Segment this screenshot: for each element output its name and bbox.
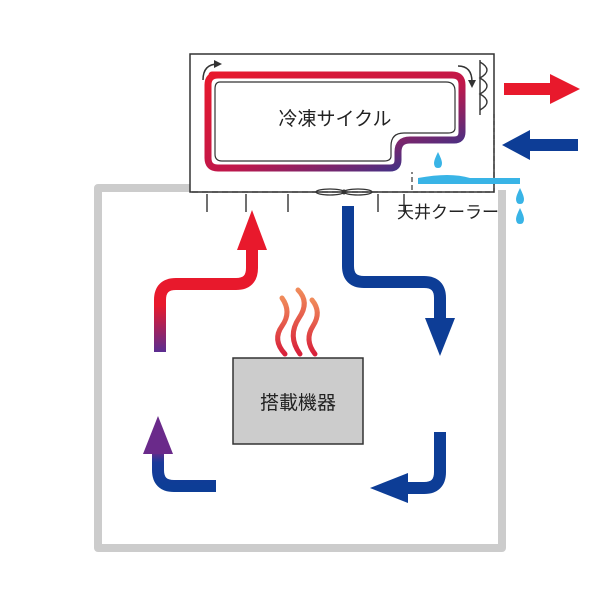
water-tray-icon xyxy=(418,175,520,184)
air-rising-lower-flow xyxy=(152,452,216,492)
water-drop-icon xyxy=(434,152,442,168)
condenser-coil-icon xyxy=(478,60,495,140)
equipment-box xyxy=(232,357,364,445)
cool-air-return-arrowhead xyxy=(370,473,408,503)
loop-arrow-head xyxy=(468,80,476,88)
cool-air-return-flow xyxy=(408,432,446,494)
warm-air-up-arrowhead xyxy=(237,210,267,250)
enclosure-wall xyxy=(94,184,506,552)
hot-exhaust-arrow-icon xyxy=(504,74,580,104)
cool-air-down-flow xyxy=(342,206,446,318)
fan-icon xyxy=(315,188,373,196)
warm-air-up-flow xyxy=(154,248,258,352)
loop-arrow-icon xyxy=(457,65,473,83)
refrigeration-loop-inner xyxy=(214,81,456,162)
cooler-right-compartment xyxy=(411,140,495,193)
ceiling-cooler-label: 天井クーラー xyxy=(397,203,499,223)
loop-arrow-head xyxy=(214,60,222,68)
air-rising-lower-arrowhead xyxy=(143,416,173,454)
cool-air-down-arrowhead xyxy=(425,318,455,356)
water-drop-icon xyxy=(516,208,524,224)
refrigeration-cycle-label: 冷凍サイクル xyxy=(278,108,391,130)
refrigeration-loop xyxy=(204,71,466,172)
water-drain xyxy=(418,152,524,224)
equipment-label: 搭載機器 xyxy=(260,392,336,414)
heat-waves-icon xyxy=(275,287,320,357)
cold-intake-arrow-icon xyxy=(502,130,578,160)
ceiling-cooler-unit: 冷凍サイクル xyxy=(189,53,495,212)
water-drop-icon xyxy=(516,188,524,204)
